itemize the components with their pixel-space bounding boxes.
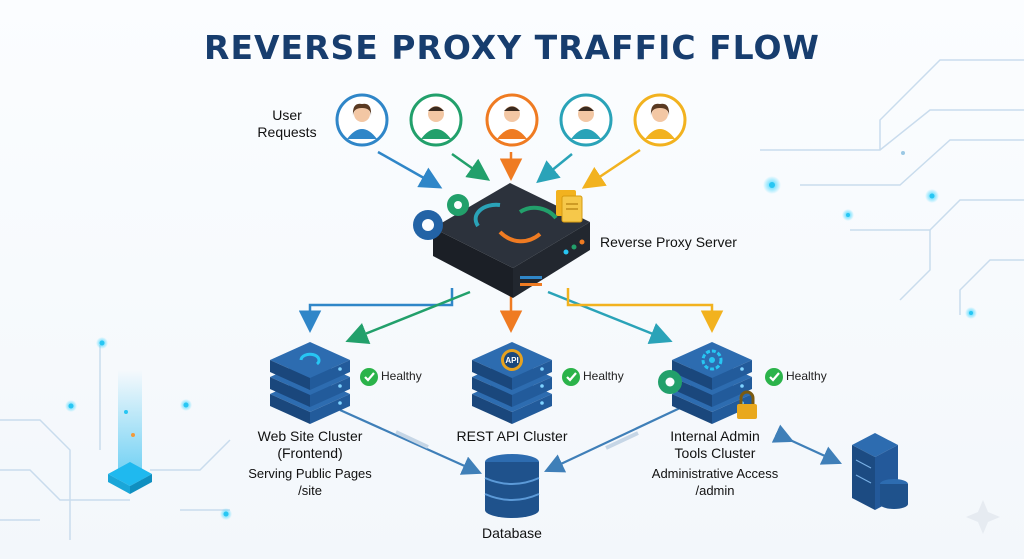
- database-icon: [484, 454, 540, 518]
- admin-cluster-server: [672, 342, 752, 424]
- routing-arrows: [298, 288, 724, 344]
- proxy-gear-icons: [413, 194, 469, 240]
- user-female-icon: [335, 93, 389, 147]
- arrow-admin-db: [544, 407, 681, 473]
- route-admin-gold: [566, 288, 724, 333]
- document-icon: [556, 190, 583, 223]
- refresh-icon: [299, 352, 321, 366]
- db-arrows: [339, 407, 842, 475]
- check-icon: [360, 368, 378, 386]
- gear-icon: [701, 349, 723, 371]
- arrow-web-db: [339, 408, 483, 475]
- route-site-green: [345, 290, 471, 344]
- user-female-icon: [633, 93, 687, 147]
- user-male-icon: [559, 93, 613, 147]
- check-icon: [562, 368, 580, 386]
- circuit-decoration-right: [760, 59, 1024, 315]
- user-requests-label: User Requests: [257, 107, 317, 140]
- admin-health-badge: Healthy: [786, 369, 827, 383]
- database-label: Database: [482, 525, 542, 541]
- api-health-badge: Healthy: [583, 369, 624, 383]
- web-cluster-server: [270, 342, 350, 424]
- check-icon: [765, 368, 783, 386]
- api-gear-icon: API: [501, 349, 523, 371]
- gear-icon: [658, 370, 682, 394]
- user-male-icon: [409, 93, 463, 147]
- data-beam: [65, 337, 232, 520]
- web-cluster-desc: Serving Public Pages /site: [248, 466, 372, 498]
- proxy-label: Reverse Proxy Server: [600, 234, 737, 250]
- user-avatars: [335, 93, 687, 147]
- web-health-badge: Healthy: [381, 369, 422, 383]
- arrow-admin-storage: [771, 424, 842, 465]
- lock-icon: [737, 390, 757, 419]
- api-icon-text: API: [505, 356, 518, 365]
- request-arrows: [377, 148, 641, 189]
- admin-extras: [658, 370, 757, 419]
- admin-cluster-name: Internal Admin Tools Cluster: [670, 428, 760, 461]
- arrow-user2-proxy: [451, 152, 491, 181]
- web-cluster-name: Web Site Cluster (Frontend): [257, 428, 363, 461]
- proxy-led-rows: [520, 239, 585, 286]
- diagram-title: REVERSE PROXY TRAFFIC FLOW: [204, 28, 820, 67]
- api-cluster-name: REST API Cluster: [456, 428, 568, 444]
- user-male-icon: [485, 93, 539, 147]
- reverse-proxy-server: [433, 183, 590, 298]
- storage-server-icon: [852, 433, 908, 510]
- api-cluster-server: API: [472, 342, 552, 424]
- circuit-decoration-left: [0, 345, 231, 540]
- arrow-user1-proxy: [377, 150, 443, 189]
- route-site-blue: [298, 288, 454, 333]
- arrow-user4-proxy: [536, 153, 573, 184]
- arrow-user5-proxy: [581, 148, 641, 189]
- sparkle-icon: [966, 500, 1000, 534]
- admin-cluster-desc: Administrative Access /admin: [651, 466, 779, 498]
- route-admin-teal: [547, 290, 673, 344]
- glow-dots-right: [763, 151, 977, 319]
